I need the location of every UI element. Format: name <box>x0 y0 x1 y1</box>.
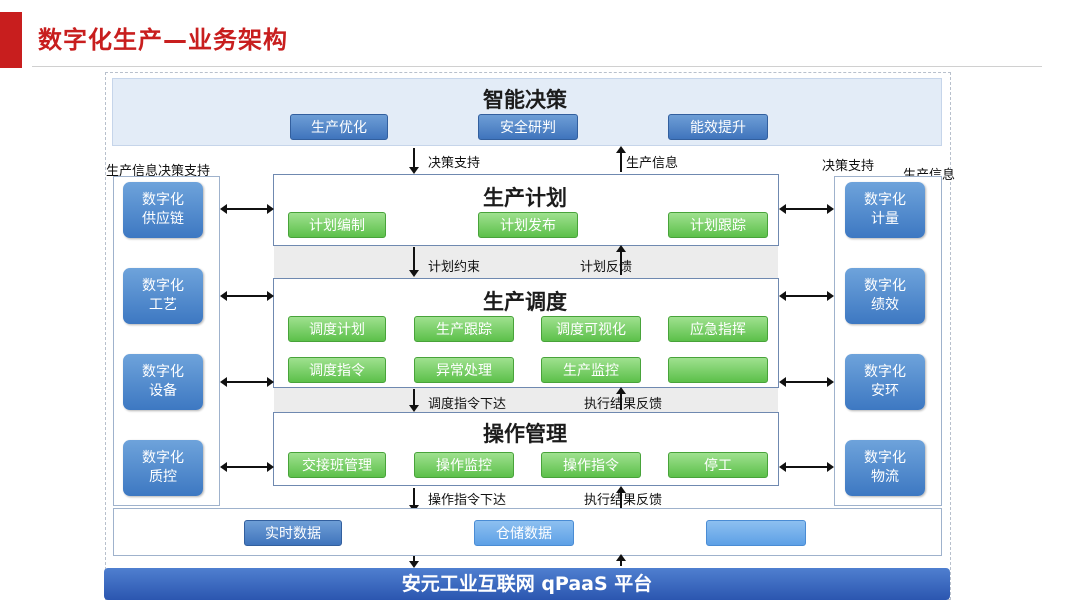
plan-item-compile: 计划编制 <box>288 212 386 238</box>
data-item-warehouse: 仓储数据 <box>474 520 574 546</box>
data-item-realtime: 实时数据 <box>244 520 342 546</box>
right-box-metering: 数字化计量 <box>845 182 925 238</box>
left-box-equipment: 数字化设备 <box>123 354 203 410</box>
link-arrow-right-2 <box>779 291 834 301</box>
link-arrow-left-1 <box>220 204 274 214</box>
right-column-decision-label: 决策支持 <box>822 159 875 174</box>
link-arrow-right-3 <box>779 377 834 387</box>
dispatch-title: 生产调度 <box>483 290 567 314</box>
left-box-supply-chain: 数字化供应链 <box>123 182 203 238</box>
plan-item-release: 计划发布 <box>478 212 578 238</box>
page-title: 数字化生产—业务架构 <box>38 26 288 54</box>
data-item-blank <box>706 520 806 546</box>
left-box-quality: 数字化质控 <box>123 440 203 496</box>
dispatch-item-monitor: 生产监控 <box>541 357 641 383</box>
dispatch-command-label: 调度指令下达 <box>428 397 507 412</box>
dispatch-item-track: 生产跟踪 <box>414 316 514 342</box>
ops-command-arrow <box>409 488 419 512</box>
ops-command-label: 操作指令下达 <box>428 493 507 508</box>
ops-feedback-label: 执行结果反馈 <box>584 493 663 508</box>
plan-item-track: 计划跟踪 <box>668 212 768 238</box>
ops-item-command: 操作指令 <box>541 452 641 478</box>
dispatch-command-arrow <box>409 389 419 412</box>
plan-title: 生产计划 <box>483 186 567 210</box>
dispatch-item-visual: 调度可视化 <box>541 316 641 342</box>
ops-item-shift: 交接班管理 <box>288 452 386 478</box>
link-arrow-left-3 <box>220 377 274 387</box>
title-accent-bar <box>0 12 22 68</box>
dispatch-feedback-label: 执行结果反馈 <box>584 397 663 412</box>
decision-title: 智能决策 <box>483 88 567 112</box>
decision-support-arrow <box>409 148 419 174</box>
left-column-label: 生产信息决策支持 <box>106 164 211 179</box>
link-arrow-left-2 <box>220 291 274 301</box>
platform-down-arrow <box>409 556 419 568</box>
ops-title: 操作管理 <box>483 422 567 446</box>
link-arrow-left-4 <box>220 462 274 472</box>
platform-bar: 安元工业互联网 qPaaS 平台 <box>104 568 950 600</box>
dispatch-item-command: 调度指令 <box>288 357 386 383</box>
production-info-label: 生产信息 <box>626 156 679 171</box>
production-info-arrow <box>616 146 626 172</box>
ops-feedback-arrow <box>616 486 626 510</box>
plan-feedback-arrow <box>616 245 626 275</box>
decision-item-energy: 能效提升 <box>668 114 768 140</box>
link-arrow-right-1 <box>779 204 834 214</box>
ops-item-monitor: 操作监控 <box>414 452 514 478</box>
dispatch-item-exception: 异常处理 <box>414 357 514 383</box>
link-arrow-right-4 <box>779 462 834 472</box>
plan-flow-band <box>274 246 778 278</box>
dispatch-item-plan: 调度计划 <box>288 316 386 342</box>
ops-item-stop: 停工 <box>668 452 768 478</box>
right-box-logistics: 数字化物流 <box>845 440 925 496</box>
right-box-safety-env: 数字化安环 <box>845 354 925 410</box>
title-divider <box>32 66 1042 67</box>
decision-support-label: 决策支持 <box>428 156 481 171</box>
dispatch-feedback-arrow <box>616 387 626 410</box>
dispatch-flow-band <box>274 388 778 412</box>
left-box-process: 数字化工艺 <box>123 268 203 324</box>
plan-feedback-label: 计划反馈 <box>580 260 633 275</box>
decision-item-safety: 安全研判 <box>478 114 578 140</box>
right-box-performance: 数字化绩效 <box>845 268 925 324</box>
platform-up-arrow <box>616 554 626 566</box>
decision-item-optimize: 生产优化 <box>290 114 388 140</box>
dispatch-item-emergency: 应急指挥 <box>668 316 768 342</box>
dispatch-item-blank <box>668 357 768 383</box>
plan-constraint-label: 计划约束 <box>428 260 481 275</box>
plan-constraint-arrow <box>409 247 419 277</box>
